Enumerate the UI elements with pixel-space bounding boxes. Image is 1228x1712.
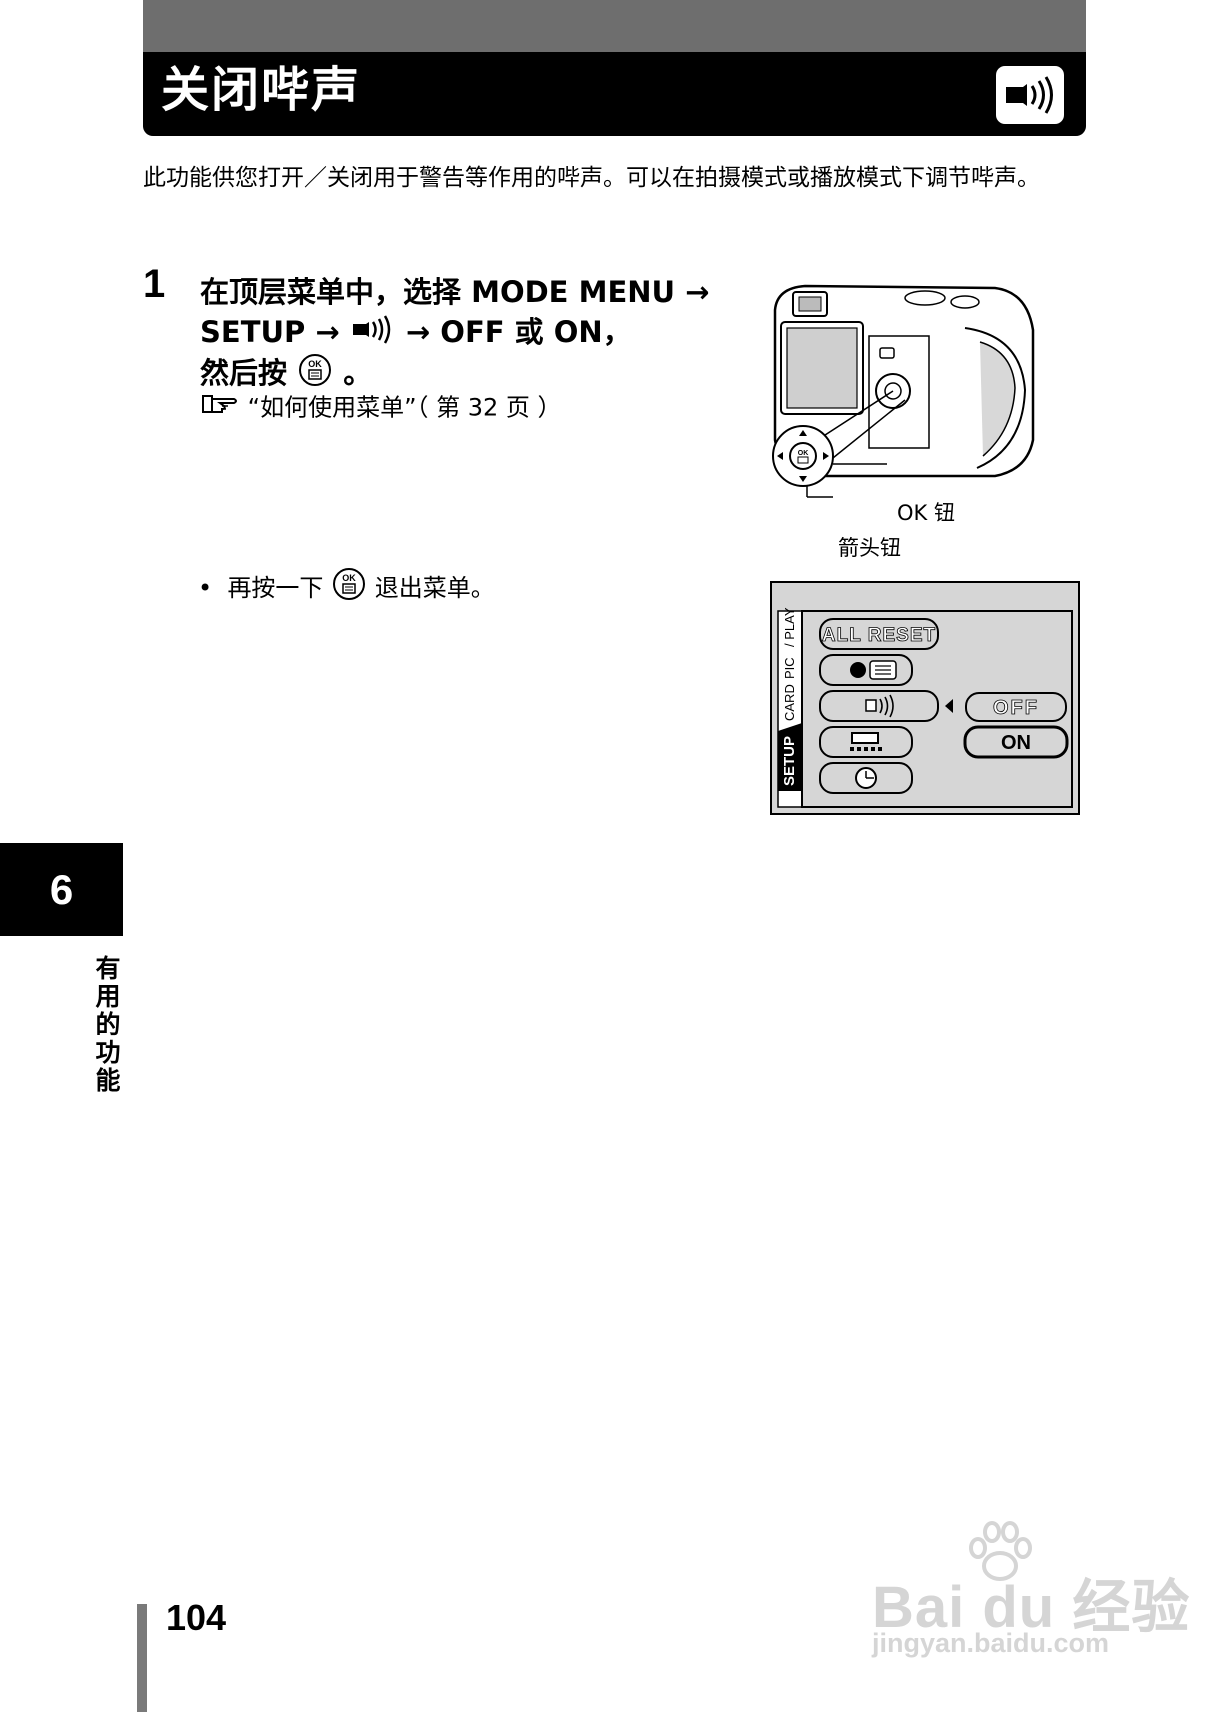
chapter-tab [0, 843, 123, 936]
header-title-band [143, 52, 1086, 136]
ok-button-icon: OK [297, 352, 333, 398]
svg-text:OK: OK [798, 450, 809, 457]
step-text-off-on: → OFF 或 ON， [405, 315, 632, 349]
step-instruction-line-3: 然后按 OK 。 [200, 352, 372, 398]
setup-menu-screen: SETUP CARD PIC / PLAY ALL RESET [770, 581, 1080, 815]
chapter-label: 有用的功能 [92, 955, 121, 1095]
step-text-period: 。 [343, 356, 373, 390]
beep-sound-icon [996, 66, 1064, 124]
bullet-dot: • [198, 574, 220, 602]
step-text-setup: SETUP → [200, 315, 340, 349]
page-reference: “如何使用菜单”（ 第 32 页 ） [200, 390, 562, 427]
beep-icon [350, 312, 396, 356]
bullet-text-press-again: 再按一下 [227, 574, 324, 602]
chapter-number: 6 [49, 866, 74, 913]
tab-card: CARD [782, 684, 797, 721]
watermark-logo: Bai du 经验 [872, 1575, 1191, 1640]
svg-text:ALL RESET: ALL RESET [822, 625, 936, 646]
step-instruction-line-2: SETUP → → OFF 或 ON， [200, 312, 632, 356]
ok-button-label: OK 钮 [897, 501, 955, 525]
page-title: 关闭哔声 [161, 62, 362, 118]
tab-setup: SETUP [781, 736, 798, 786]
tab-play: / PLAY [782, 607, 797, 647]
page-number: 104 [166, 1597, 227, 1638]
exit-menu-note: • 再按一下 OK 退出菜单。 [198, 566, 495, 612]
tab-pic: PIC [782, 657, 797, 679]
svg-text:ON: ON [1001, 732, 1031, 754]
arrow-button-label: 箭头钮 [838, 536, 901, 560]
svg-text:OFF: OFF [993, 697, 1039, 719]
bullet-text-exit-menu: 退出菜单。 [374, 574, 495, 602]
svg-text:OK: OK [308, 359, 322, 369]
step-number: 1 [143, 262, 166, 306]
reference-pointer-icon [200, 390, 240, 427]
camera-illustration: OK [765, 280, 1045, 560]
step-text-press: 然后按 [200, 356, 288, 390]
watermark-url: jingyan.baidu.com [872, 1628, 1110, 1658]
step-instruction-line-1: 在顶层菜单中，选择 MODE MENU → [200, 275, 710, 309]
page-number-bar [137, 1604, 147, 1712]
reference-text: “如何使用菜单”（ 第 32 页 ） [247, 393, 562, 422]
watermark-paw-icon [960, 1518, 1040, 1588]
ok-button-icon: OK [331, 566, 367, 612]
intro-paragraph: 此功能供您打开／关闭用于警告等作用的哔声。可以在拍摄模式或播放模式下调节哔声。 [143, 165, 1040, 191]
svg-text:OK: OK [342, 573, 356, 583]
header-top-band [143, 0, 1086, 52]
